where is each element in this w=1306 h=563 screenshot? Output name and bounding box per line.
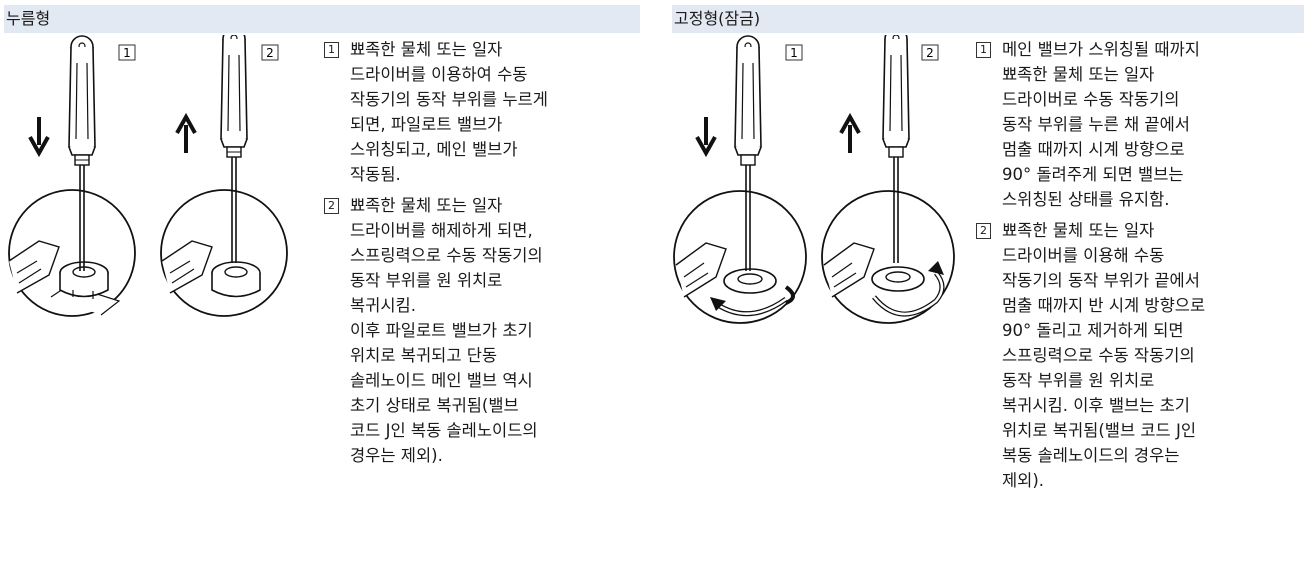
list-item: 1 메인 밸브가 스위칭될 때까지 뾰족한 물체 또는 일자 드라이버로 수동 … [976, 37, 1306, 212]
step-number: 1 [324, 42, 339, 58]
list-item: 2 뾰족한 물체 또는 일자 드라이버를 이용해 수동 작동기의 동작 부위가 … [976, 218, 1306, 493]
step-number: 1 [976, 42, 991, 58]
figure-label-2: 2 [266, 46, 274, 60]
lock-illustration: 1 2 [672, 35, 992, 335]
list-item: 1 뾰족한 물체 또는 일자 드라이버를 이용하여 수동 작동기의 동작 부위를… [324, 37, 640, 187]
step-text: 메인 밸브가 스위칭될 때까지 뾰족한 물체 또는 일자 드라이버로 수동 작동… [1002, 40, 1200, 209]
instruction-list: 1 뾰족한 물체 또는 일자 드라이버를 이용하여 수동 작동기의 동작 부위를… [324, 37, 640, 468]
section-title: 고정형(잠금) [674, 9, 761, 28]
step-text: 뾰족한 물체 또는 일자 드라이버를 이용해 수동 작동기의 동작 부위가 끝에… [1002, 221, 1206, 490]
section-title: 누름형 [6, 9, 51, 28]
step-text: 뾰족한 물체 또는 일자 드라이버를 이용하여 수동 작동기의 동작 부위를 누… [350, 40, 548, 184]
step-number: 2 [976, 223, 991, 239]
push-illustration: 1 2 [4, 35, 324, 335]
list-item: 2 뾰족한 물체 또는 일자 드라이버를 해제하게 되면, 스프링력으로 수동 … [324, 193, 640, 468]
step-text-continued: 이후 파일로트 밸브가 초기 위치로 복귀되고 단동 솔레노이드 메인 밸브 역… [350, 321, 538, 465]
section-header: 고정형(잠금) [672, 5, 1304, 33]
step-number: 2 [324, 198, 339, 214]
section-header: 누름형 [4, 5, 640, 33]
figure-label-1: 1 [790, 46, 798, 60]
step-text: 뾰족한 물체 또는 일자 드라이버를 해제하게 되면, 스프링력으로 수동 작동… [350, 196, 543, 315]
figure-label-1: 1 [123, 46, 131, 60]
section-push-type: 누름형 [4, 5, 640, 561]
figure-label-2: 2 [926, 46, 934, 60]
section-lock-type: 고정형(잠금) [672, 5, 1304, 561]
instruction-list: 1 메인 밸브가 스위칭될 때까지 뾰족한 물체 또는 일자 드라이버로 수동 … [976, 37, 1306, 493]
